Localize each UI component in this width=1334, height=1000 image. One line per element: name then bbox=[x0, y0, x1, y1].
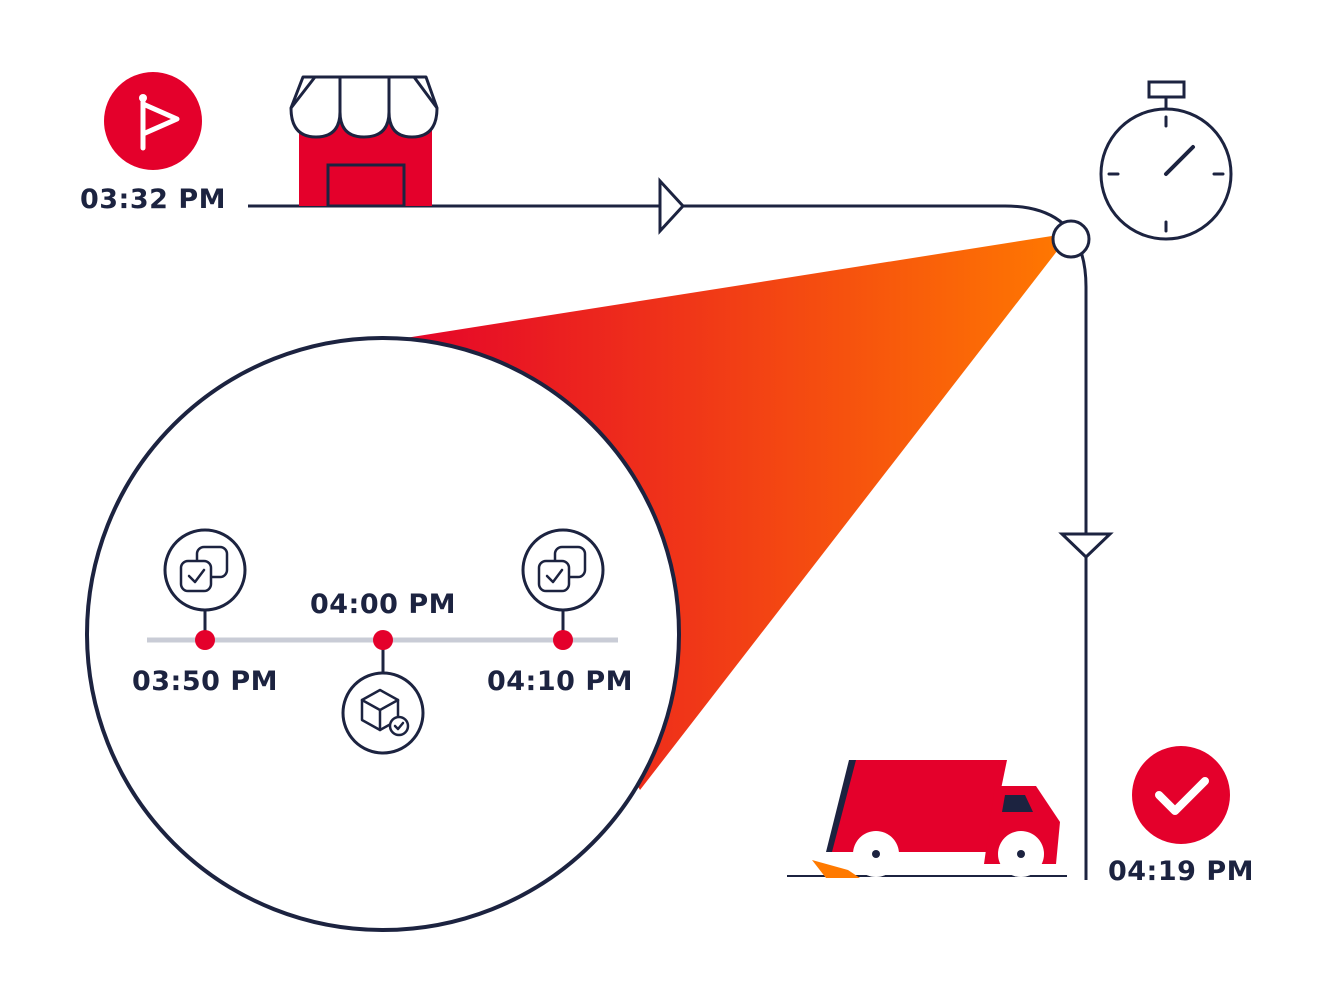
event-pin-1 bbox=[163, 528, 247, 650]
layers-check-icon bbox=[179, 545, 229, 593]
event-time-3: 04:10 PM bbox=[487, 666, 633, 697]
checkmark-icon bbox=[1155, 777, 1209, 815]
delivery-truck-icon bbox=[787, 760, 1067, 878]
event-pin-3 bbox=[521, 528, 605, 650]
start-badge bbox=[104, 72, 202, 170]
layers-check-icon bbox=[537, 545, 587, 593]
storefront-icon bbox=[289, 75, 439, 208]
package-check-icon bbox=[360, 688, 410, 737]
flag-icon bbox=[140, 99, 180, 151]
route-arrow-down bbox=[1058, 532, 1114, 560]
event-time-2: 04:00 PM bbox=[310, 589, 456, 620]
zoom-node bbox=[1051, 219, 1091, 259]
end-time: 04:19 PM bbox=[1108, 856, 1254, 887]
route-arrow-right bbox=[658, 177, 686, 235]
event-pin-2 bbox=[341, 630, 425, 755]
start-time: 03:32 PM bbox=[80, 184, 226, 215]
event-time-1: 03:50 PM bbox=[132, 666, 278, 697]
stopwatch-icon bbox=[1099, 80, 1233, 241]
zoom-circle: 03:50 PM 04:00 PM bbox=[85, 336, 681, 932]
zoom-beam bbox=[380, 233, 1071, 790]
end-badge bbox=[1132, 746, 1230, 844]
